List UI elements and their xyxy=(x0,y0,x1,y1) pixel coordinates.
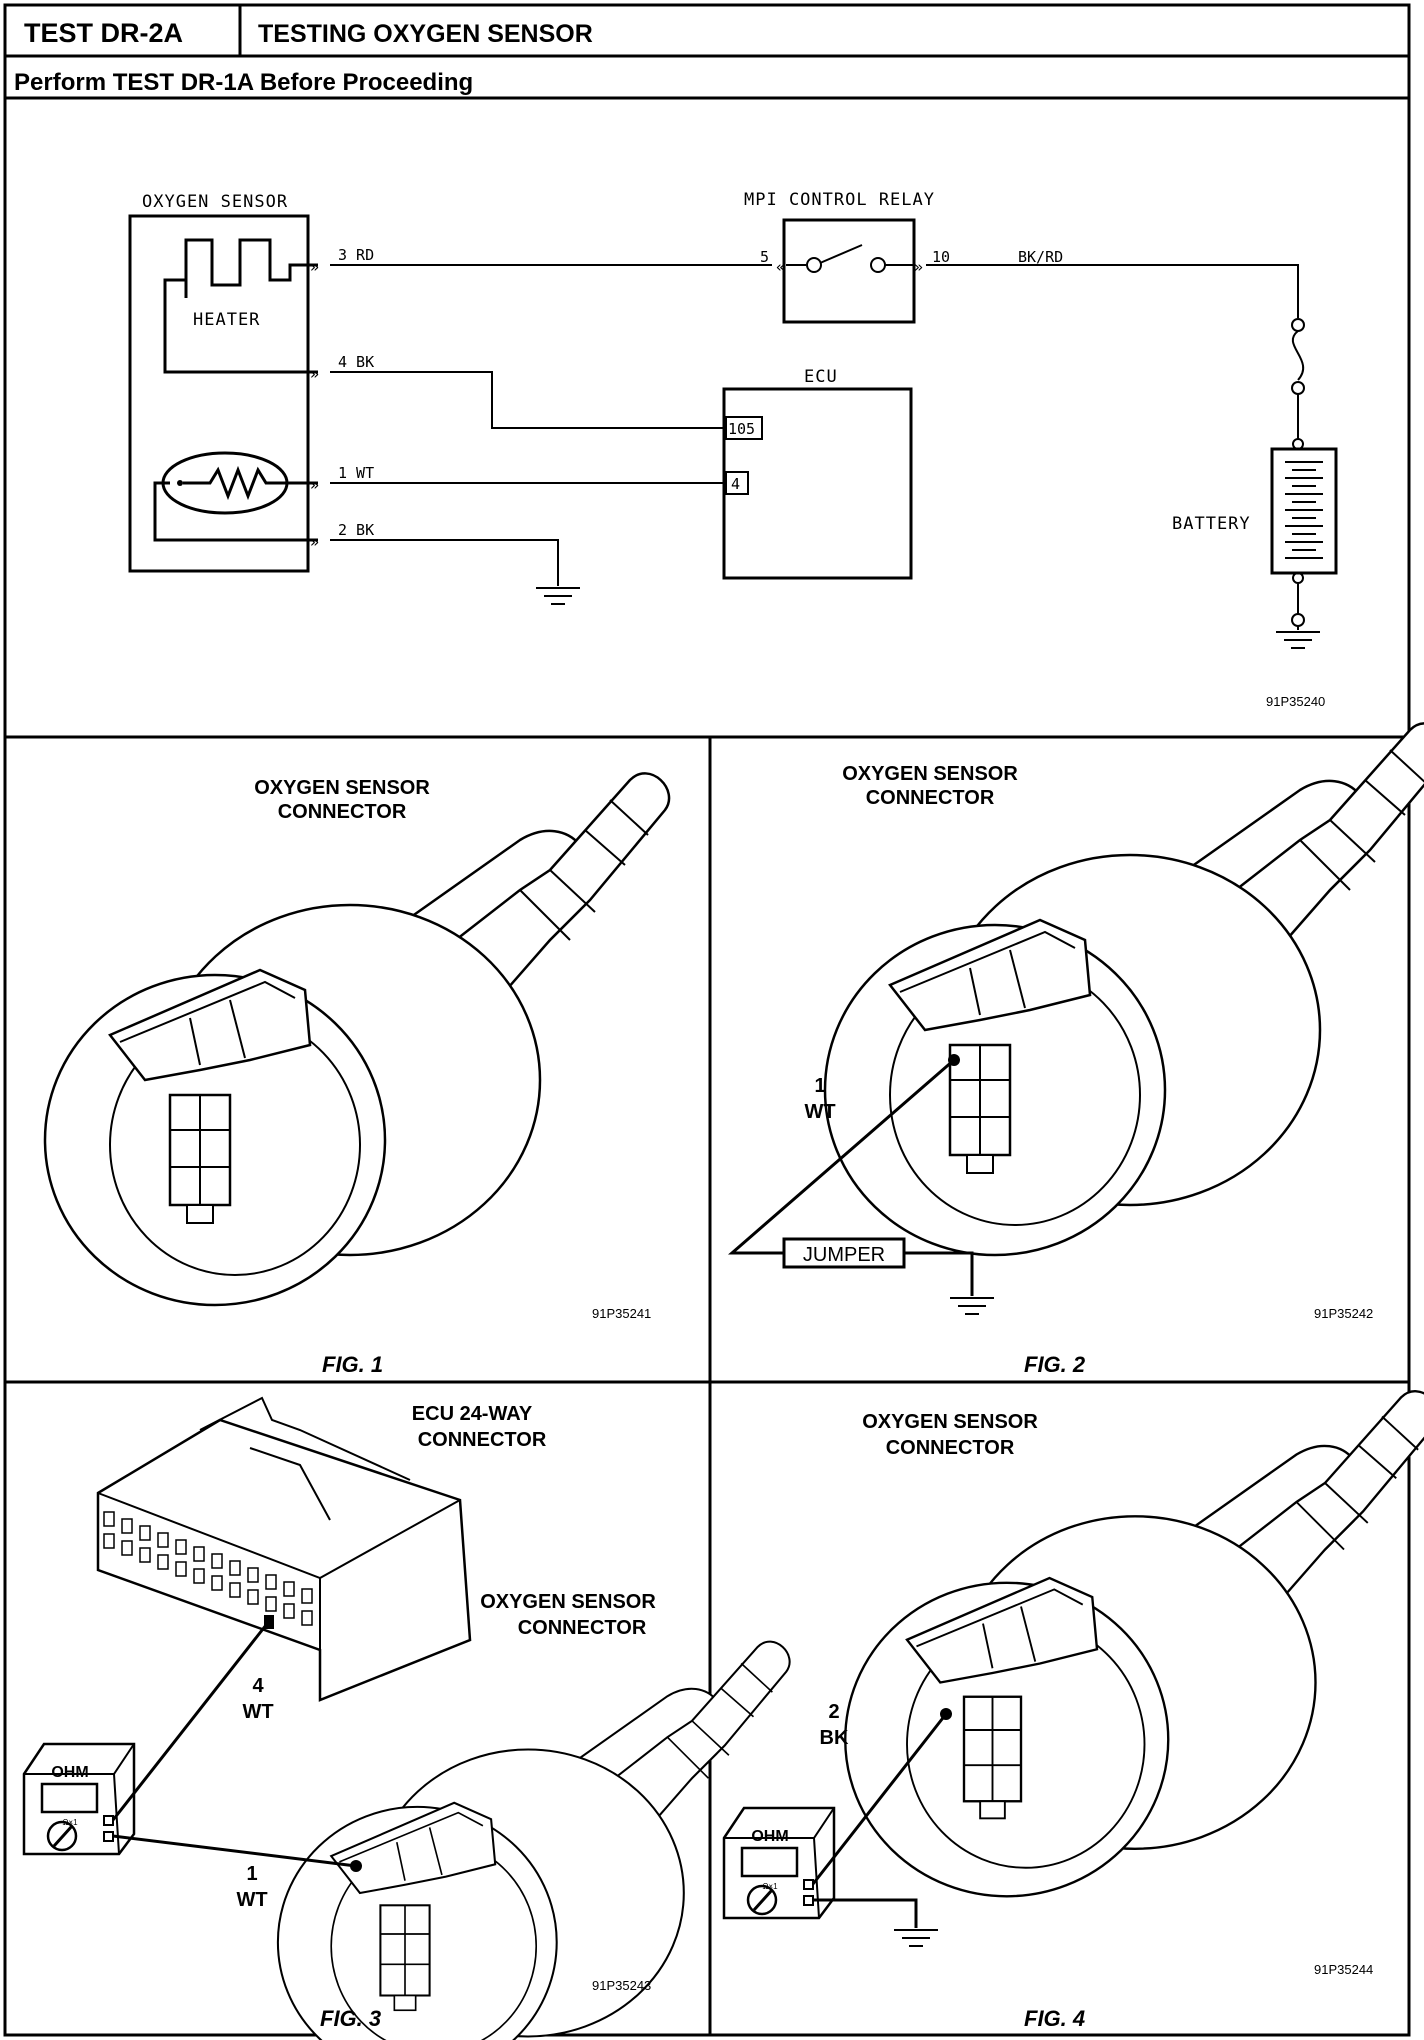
ecu-pin-4: 4 xyxy=(731,475,740,493)
svg-text:»: » xyxy=(914,258,923,276)
fig1-code: 91P35241 xyxy=(592,1306,651,1321)
svg-text:»: » xyxy=(310,533,319,551)
svg-text:»: » xyxy=(310,365,319,383)
fig3-connector-illustration xyxy=(276,1640,791,2040)
fig1-caption: FIG. 1 xyxy=(322,1352,383,1377)
battery-box xyxy=(1270,447,1338,575)
fig2-code: 91P35242 xyxy=(1314,1306,1373,1321)
fig4-caption: FIG. 4 xyxy=(1024,2006,1085,2031)
fig4-panel: OXYGEN SENSOR CONNECTOR 2 BK OHM Ω×1 91P… xyxy=(722,1390,1424,2031)
fig4-code: 91P35244 xyxy=(1314,1962,1373,1977)
fig4-label-line2: CONNECTOR xyxy=(886,1437,1015,1459)
svg-text:»: » xyxy=(310,258,319,276)
wire-3-rd: 3 RD xyxy=(338,246,374,264)
wire-bk-rd: BK/RD xyxy=(1018,248,1063,266)
fig3-panel: ECU 24-WAY CONNECTOR xyxy=(22,1396,791,2040)
ecu-pin-105: 105 xyxy=(728,420,755,438)
fig3-ecu-pin: 4 xyxy=(252,1675,264,1697)
fig2-label-line1: OXYGEN SENSOR xyxy=(842,763,1018,785)
fig2-label-line2: CONNECTOR xyxy=(866,787,995,809)
wire-4-bk: 4 BK xyxy=(338,353,374,371)
heater-label: HEATER xyxy=(193,310,260,330)
fig4-connector-illustration xyxy=(844,1390,1424,1898)
svg-text:«: « xyxy=(776,258,785,276)
fig1-panel: OXYGEN SENSOR CONNECTOR 91P35241 FIG. 1 xyxy=(43,772,671,1377)
relay-pin-5: 5 xyxy=(760,248,769,266)
battery-label: BATTERY xyxy=(1172,514,1251,534)
test-id: TEST DR-2A xyxy=(24,18,183,48)
fig3-ecu-label-line2: CONNECTOR xyxy=(418,1429,547,1451)
svg-text:»: » xyxy=(310,476,319,494)
fig1-label-line2: CONNECTOR xyxy=(278,801,407,823)
fig3-label-line1: OXYGEN SENSOR xyxy=(480,1591,656,1613)
fig2-caption: FIG. 2 xyxy=(1024,1352,1086,1377)
fig3-meter-scale: Ω×1 xyxy=(62,1818,78,1827)
fig4-wire: BK xyxy=(820,1727,849,1749)
oxygen-sensor-label: OXYGEN SENSOR xyxy=(142,192,288,212)
fig3-ecu-wire: WT xyxy=(242,1701,273,1723)
fig2-panel: OXYGEN SENSOR CONNECTOR 1 WT JUMPER 91P3… xyxy=(727,722,1424,1377)
fig3-pin: 1 xyxy=(246,1863,257,1885)
wiring-schematic: OXYGEN SENSOR HEATER » » » » 3 RD 4 BK 1… xyxy=(128,190,1338,709)
relay-pin-10: 10 xyxy=(932,248,950,266)
relay-box xyxy=(782,218,916,324)
fig3-code: 91P35243 xyxy=(592,1978,651,1993)
fig4-label-line1: OXYGEN SENSOR xyxy=(862,1411,1038,1433)
fig3-wire: WT xyxy=(236,1889,267,1911)
oxygen-sensor-box xyxy=(128,214,310,573)
fig2-pin: 1 xyxy=(814,1075,825,1097)
outer-frame xyxy=(3,3,1411,2037)
wire-2-bk: 2 BK xyxy=(338,521,374,539)
ecu-24way-connector xyxy=(96,1396,472,1702)
fig1-label-line1: OXYGEN SENSOR xyxy=(254,777,430,799)
fig4-pin: 2 xyxy=(828,1701,839,1723)
jumper-label: JUMPER xyxy=(803,1244,885,1266)
ecu-box xyxy=(722,387,913,580)
fig4-meter-scale: Ω×1 xyxy=(762,1882,778,1891)
fig3-meter-label: OHM xyxy=(51,1764,88,1781)
fig4-meter-label: OHM xyxy=(751,1828,788,1845)
fig3-caption: FIG. 3 xyxy=(320,2006,381,2031)
wire-1-wt: 1 WT xyxy=(338,464,374,482)
schematic-code: 91P35240 xyxy=(1266,694,1325,709)
fig3-ecu-label-line1: ECU 24-WAY xyxy=(412,1403,533,1425)
fig3-label-line2: CONNECTOR xyxy=(518,1617,647,1639)
relay-label: MPI CONTROL RELAY xyxy=(744,190,935,210)
test-subtitle: Perform TEST DR-1A Before Proceeding xyxy=(14,69,473,96)
fig1-connector-illustration xyxy=(43,772,671,1307)
fig2-wire: WT xyxy=(804,1101,835,1123)
test-title: TESTING OXYGEN SENSOR xyxy=(258,20,593,48)
ecu-label: ECU xyxy=(804,367,838,387)
